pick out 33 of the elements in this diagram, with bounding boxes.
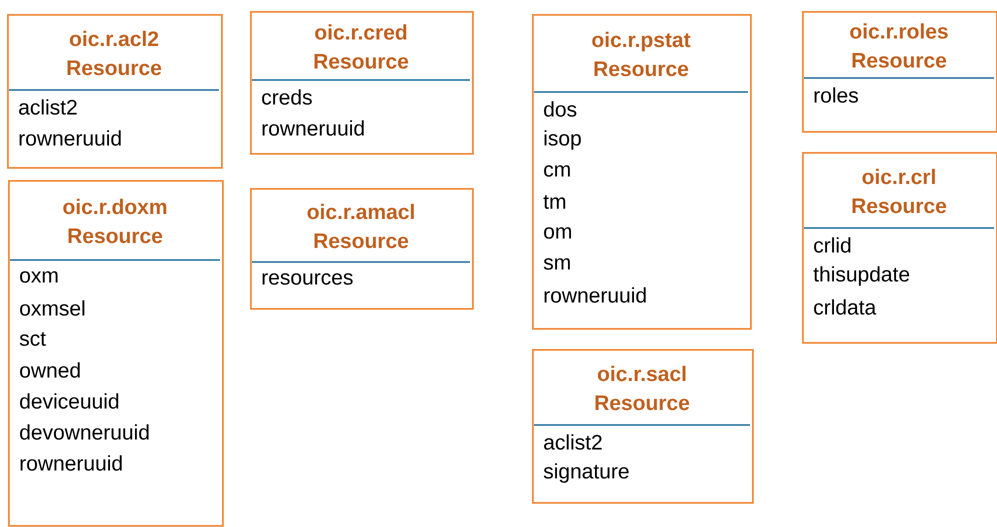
box-title: oic.r.doxm Resource	[63, 198, 166, 244]
box-title: oic.r.crl Resource	[852, 168, 946, 214]
attribute-name: thisupdate	[814, 266, 910, 286]
attribute-name: aclist2	[19, 99, 77, 115]
attribute-name: creds	[262, 89, 312, 105]
box-title: oic.r.cred Resource	[314, 24, 408, 69]
box-title: oic.r.pstat Resource	[592, 32, 690, 76]
attribute-name: devowneruuid	[20, 424, 149, 440]
attribute-name: owned	[20, 362, 80, 378]
attribute-name: crlid	[814, 237, 850, 253]
attribute-name: om	[544, 227, 571, 239]
attribute-name: rowneruuid	[20, 130, 121, 146]
attribute-name: isop	[544, 130, 581, 150]
attribute-name: cm	[544, 165, 570, 177]
attribute-name: sm	[544, 258, 570, 270]
attribute-name: rowneruuid	[544, 287, 646, 303]
attribute-name: crldata	[814, 299, 876, 315]
attribute-name: oxm	[20, 271, 58, 283]
attribute-name: signature	[544, 463, 629, 483]
box-title: oic.r.amacl Resource	[308, 204, 414, 248]
attribute-name: rowneruuid	[262, 120, 364, 136]
attribute-name: roles	[814, 87, 858, 103]
attribute-name: oxmsel	[20, 300, 84, 316]
attribute-name: sct	[20, 332, 46, 346]
attribute-name: aclist2	[544, 434, 602, 450]
box-title: oic.r.roles Resource	[850, 23, 948, 68]
attribute-name: deviceuuid	[20, 393, 118, 409]
box-title: oic.r.sacl Resource	[596, 366, 690, 410]
attribute-name: dos	[544, 101, 576, 117]
attribute-name: rowneruuid	[20, 455, 122, 471]
attribute-name: tm	[544, 195, 566, 209]
box-title: oic.r.acl2 Resource	[68, 30, 162, 76]
attribute-name: resources	[262, 273, 353, 285]
